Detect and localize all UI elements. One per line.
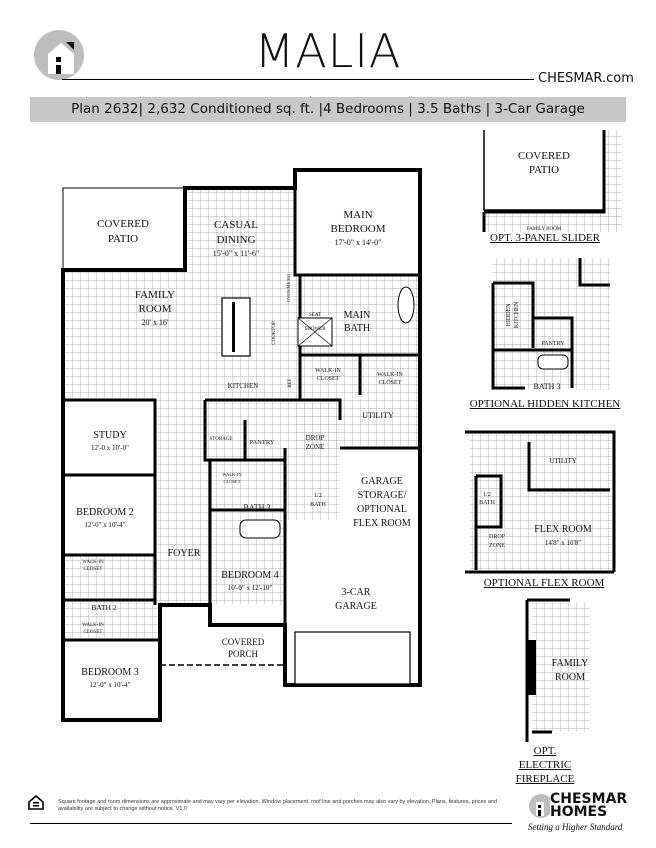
utility-label: UTILITY	[362, 411, 394, 420]
foyer-label: FOYER	[168, 548, 201, 559]
ref-label: REF	[288, 378, 293, 387]
svg-text:FAMILY ROOM: FAMILY ROOM	[527, 227, 562, 232]
brand-name-line: HOMES	[550, 804, 608, 820]
caption-3-panel-slider: OPT. 3-PANEL SLIDER	[490, 232, 600, 244]
equal-housing-icon	[28, 795, 44, 810]
plan-summary-bar: Plan 2632| 2,632 Conditioned sq. ft. |4 …	[30, 97, 626, 122]
caption-flex-room: OPTIONAL FLEX ROOM	[483, 577, 605, 589]
pantry-label: PANTRY	[249, 439, 274, 446]
storage-label: STORAGE	[210, 437, 233, 442]
oven-micro-label: OVEN/MICRO	[286, 273, 291, 302]
brand-tagline: Setting a Higher Standard	[528, 822, 623, 832]
svg-text:BATH 3: BATH 3	[534, 382, 561, 391]
svg-text:PANTRY: PANTRY	[541, 341, 565, 347]
caption-line: FIREPLACE	[515, 773, 575, 785]
brand-name-line: CHESMAR	[550, 791, 628, 807]
caption-hidden-kitchen: OPTIONAL HIDDEN KITCHEN	[469, 398, 621, 410]
kitchen-label: KITCHEN	[228, 382, 259, 390]
bath-2-label: BATH 2	[91, 603, 116, 612]
plan-title: MALIA	[254, 24, 402, 78]
header-rule	[62, 79, 534, 80]
caption-electric-fireplace: OPT. ELECTRIC FIREPLACE	[505, 744, 585, 786]
svg-text:UTILITY: UTILITY	[549, 457, 577, 465]
chesmar-homes-logo-icon	[529, 794, 550, 818]
caption-line: ELECTRIC	[518, 759, 572, 771]
chesmar-homes-brand: CHESMAR HOMES Setting a Higher Standard	[528, 791, 638, 832]
chesmar-logo	[34, 30, 84, 80]
main-floor-plan	[61, 168, 422, 722]
footer-rule	[30, 823, 512, 824]
bath-3-label: BATH 3	[244, 503, 271, 512]
website-link[interactable]: CHESMAR.com	[538, 71, 634, 86]
disclaimer-text: Square footage and room dimensions are a…	[58, 799, 498, 812]
cooktop-label: COOKTOP	[272, 321, 277, 345]
caption-line: OPT.	[533, 745, 557, 757]
